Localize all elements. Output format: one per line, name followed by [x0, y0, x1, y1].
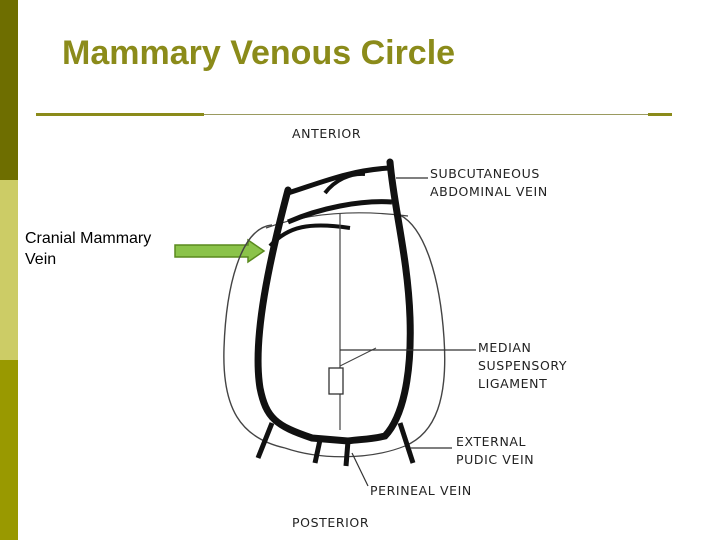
- label-posterior: POSTERIOR: [292, 515, 369, 530]
- median-ligament-box: [329, 368, 343, 394]
- pudic-vein-left: [258, 423, 272, 458]
- label-subcutaneous-line1: SUBCUTANEOUS: [430, 166, 540, 181]
- label-median-line3: LIGAMENT: [478, 376, 547, 391]
- label-median-line2: SUSPENSORY: [478, 358, 567, 373]
- perineal-leader: [352, 453, 368, 486]
- udder-vein-diagram: ANTERIOR SUBCUTANEOUS ABDOMINAL VEIN MED…: [200, 118, 660, 540]
- perineal-vein-right: [346, 441, 348, 466]
- udder-outline-right: [400, 215, 445, 446]
- median-ligament-branch: [340, 348, 376, 366]
- udder-outline-left: [224, 225, 285, 448]
- perineal-vein-left: [315, 440, 320, 463]
- label-anterior: ANTERIOR: [292, 126, 361, 141]
- label-pudic-line2: PUDIC VEIN: [456, 452, 534, 467]
- label-subcutaneous-line2: ABDOMINAL VEIN: [430, 184, 548, 199]
- label-perineal: PERINEAL VEIN: [370, 483, 472, 498]
- label-pudic-line1: EXTERNAL: [456, 434, 526, 449]
- label-median-line1: MEDIAN: [478, 340, 532, 355]
- cranial-mammary-vein: [270, 225, 350, 246]
